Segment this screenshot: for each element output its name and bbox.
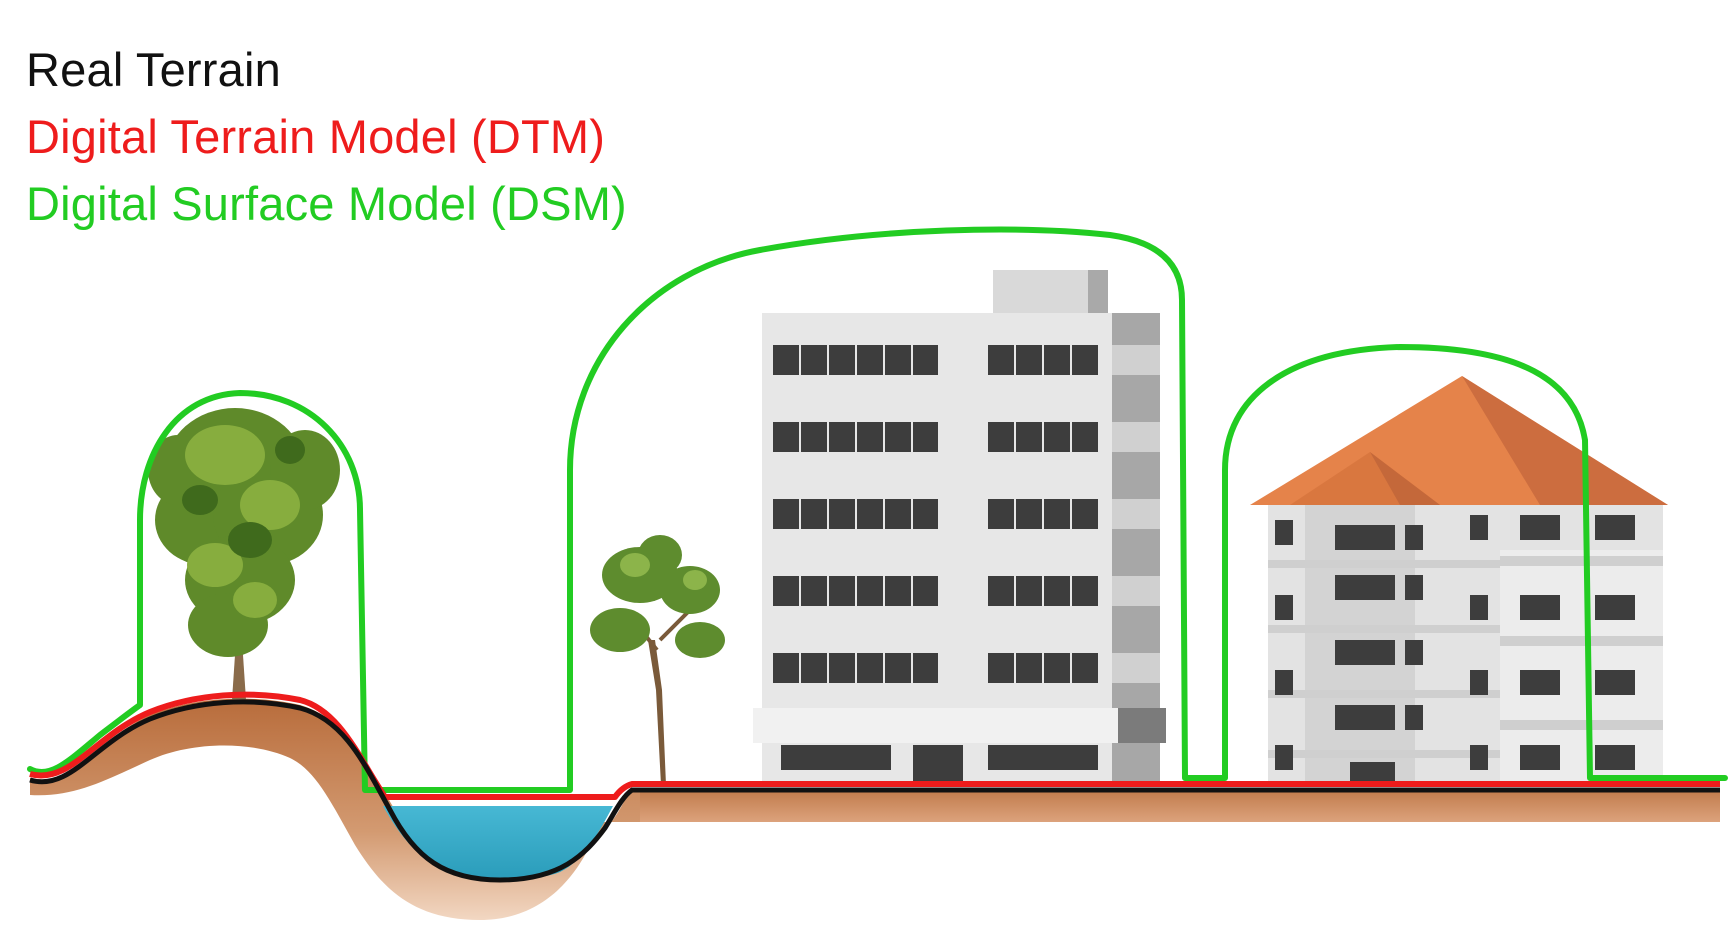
dtm-line bbox=[29, 691, 1720, 800]
real-terrain-line bbox=[29, 699, 1720, 883]
dsm-line bbox=[27, 226, 1728, 793]
legend: Real Terrain Digital Terrain Model (DTM)… bbox=[26, 36, 627, 237]
ground bbox=[30, 698, 1720, 920]
house-windows bbox=[1275, 515, 1635, 785]
soil-flat-band bbox=[640, 789, 1720, 822]
water-pond bbox=[383, 806, 613, 880]
house-building bbox=[1250, 376, 1668, 785]
legend-dsm: Digital Surface Model (DSM) bbox=[26, 177, 627, 230]
office-building bbox=[753, 270, 1166, 785]
tree-large bbox=[148, 408, 340, 700]
legend-dtm: Digital Terrain Model (DTM) bbox=[26, 110, 606, 163]
legend-real-terrain: Real Terrain bbox=[26, 43, 281, 96]
tree-small bbox=[590, 535, 725, 785]
